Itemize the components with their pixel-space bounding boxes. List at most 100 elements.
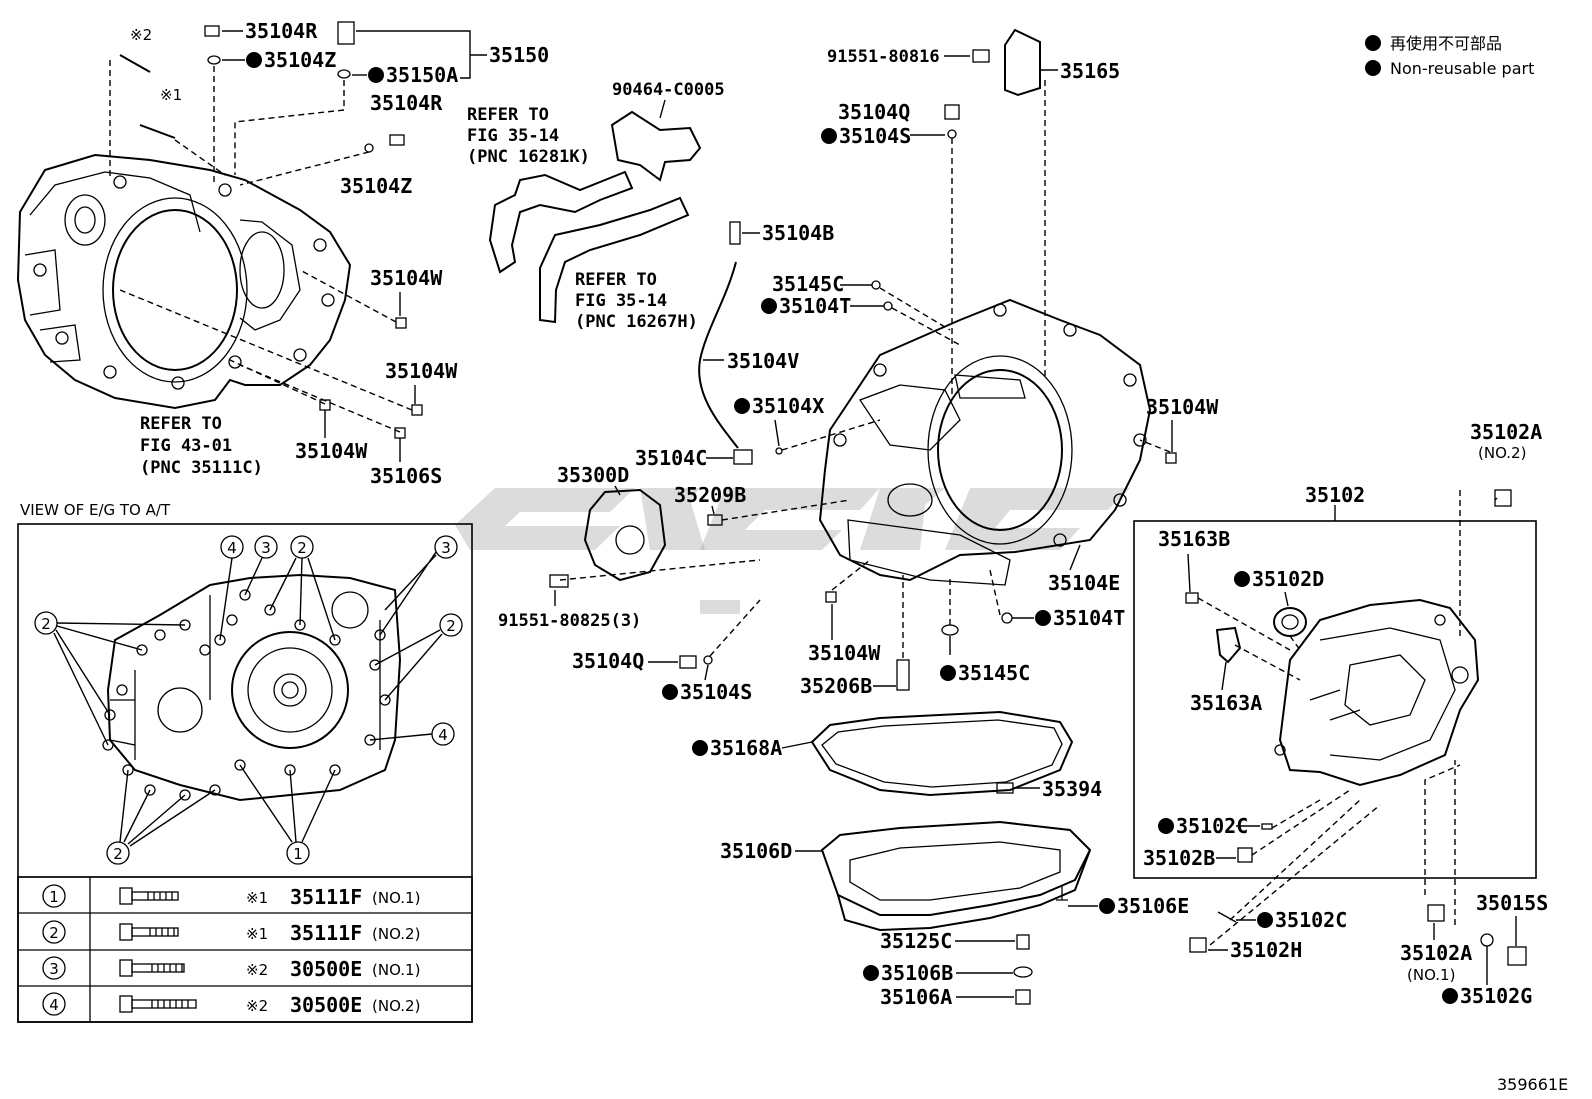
pin-35104W-c-icon <box>319 399 331 411</box>
part-label: 35102D <box>1252 567 1324 591</box>
part-label: 90464-C0005 <box>612 80 725 100</box>
part-label: 35209B <box>674 483 746 507</box>
svg-text:※2: ※2 <box>246 961 268 979</box>
part-label: 35104S <box>839 124 911 148</box>
svg-text:2: 2 <box>446 617 456 635</box>
part-label: 35125C <box>880 929 952 953</box>
svg-text:3: 3 <box>261 539 271 557</box>
svg-text:4: 4 <box>438 726 448 744</box>
part-label: 35104Z <box>340 174 412 198</box>
non-reusable-dot-icon <box>761 298 777 314</box>
svg-text:(NO.1): (NO.1) <box>372 961 420 979</box>
legend-jp: 再使用不可部品 <box>1390 34 1502 53</box>
part-label: 35394 <box>1042 777 1102 801</box>
non-reusable-dot-icon <box>1442 988 1458 1004</box>
part-label: 35104W <box>385 359 458 383</box>
part-label: 35106A <box>880 985 952 1009</box>
part-label: 35102C <box>1275 908 1347 932</box>
non-reusable-dot-icon <box>1365 35 1381 51</box>
part-label: 35104S <box>680 680 752 704</box>
part-label: 35300D <box>557 463 629 487</box>
part-label: 35102H <box>1230 938 1302 962</box>
part-label: 35145C <box>772 272 844 296</box>
non-reusable-dot-icon <box>1158 818 1174 834</box>
part-label: 35163B <box>1158 527 1230 551</box>
callout-3-top: 3 <box>244 535 278 596</box>
bolt-icon <box>119 887 133 905</box>
refer-line: FIG 43-01 <box>140 436 232 456</box>
oil-pan-gasket-35168A <box>810 710 1074 797</box>
dashed-leaders-left <box>109 60 413 433</box>
gasket-35104Z-icon <box>207 55 221 65</box>
pin-35106S-icon <box>394 427 406 439</box>
view-title: VIEW OF E/G TO A/T <box>20 501 171 519</box>
non-reusable-dot-icon <box>1257 912 1273 928</box>
non-reusable-dot-icon <box>692 740 708 756</box>
mark-2-label: ※2 <box>130 26 152 44</box>
watermark-logo <box>455 488 1130 614</box>
part-label: 35102A <box>1400 941 1472 965</box>
extension-housing-panel <box>1133 490 1537 946</box>
part-label: 35104Q <box>838 100 910 124</box>
non-reusable-dot-icon <box>940 665 956 681</box>
non-reusable-dot-icon <box>1365 60 1381 76</box>
non-reusable-dot-icon <box>1035 610 1051 626</box>
part-label: 35106S <box>370 464 442 488</box>
pin-35104W-a-icon <box>395 317 407 329</box>
bolt-icon <box>119 959 133 977</box>
legend: 再使用不可部品 Non-reusable part <box>1365 34 1534 78</box>
oil-pump-35300D <box>549 488 723 588</box>
bolt-holes <box>102 589 391 801</box>
part-label: 35168A <box>710 736 782 760</box>
part-label: 35104C <box>635 446 707 470</box>
plug-35104R-b-icon <box>389 134 405 146</box>
part-label: 35104X <box>752 394 824 418</box>
part-label: 91551-80816 <box>827 47 940 67</box>
center-fasteners <box>679 104 1177 691</box>
part-label: 35150 <box>489 43 549 67</box>
svg-text:3: 3 <box>49 960 59 978</box>
oil-pan-35106D <box>820 820 1092 1005</box>
table-row: 2 ※1 35111F (NO.2) <box>42 920 420 945</box>
part-no-label: (NO.1) <box>1407 966 1455 984</box>
part-label: 35106B <box>881 961 953 985</box>
pin-35104W-b-icon <box>411 404 423 416</box>
svg-text:(NO.2): (NO.2) <box>372 925 420 943</box>
bolt-icon <box>119 923 133 941</box>
part-label: 35104R <box>245 19 318 43</box>
part-label: 35106E <box>1117 894 1189 918</box>
bracket-35165 <box>972 28 1041 97</box>
callout-2-top: 2 <box>269 535 336 641</box>
part-label: 35163A <box>1190 691 1262 715</box>
refer-line: (PNC 16267H) <box>575 312 698 332</box>
plug-35104R-icon <box>204 25 220 37</box>
part-label: 35102 <box>1305 483 1365 507</box>
svg-text:30500E: 30500E <box>290 957 362 981</box>
svg-text:30500E: 30500E <box>290 993 362 1017</box>
svg-text:4: 4 <box>227 539 237 557</box>
part-label: 35104E <box>1048 571 1120 595</box>
refer-line: FIG 35-14 <box>575 291 667 311</box>
part-label: 35104W <box>295 439 368 463</box>
tube-35104V <box>698 221 753 465</box>
svg-text:2: 2 <box>297 539 307 557</box>
non-reusable-dot-icon <box>821 128 837 144</box>
non-reusable-dot-icon <box>662 684 678 700</box>
part-label: 35106D <box>720 839 792 863</box>
svg-text:(NO.2): (NO.2) <box>372 997 420 1015</box>
non-reusable-dot-icon <box>734 398 750 414</box>
part-label: 35104T <box>1053 606 1125 630</box>
non-reusable-dot-icon <box>1234 571 1250 587</box>
bolt-icon <box>119 995 133 1013</box>
part-label: 35104Q <box>572 649 644 673</box>
svg-text:1: 1 <box>293 845 303 863</box>
svg-text:2: 2 <box>49 924 59 942</box>
part-label: 35104W <box>370 266 443 290</box>
part-label: 35165 <box>1060 59 1120 83</box>
refer-line: (PNC 16281K) <box>467 147 590 167</box>
mark-1-label: ※1 <box>160 86 182 104</box>
part-label: 35015S <box>1476 891 1548 915</box>
upper-left-fasteners <box>119 21 423 439</box>
table-row: 4 ※2 30500E (NO.2) <box>42 992 420 1017</box>
